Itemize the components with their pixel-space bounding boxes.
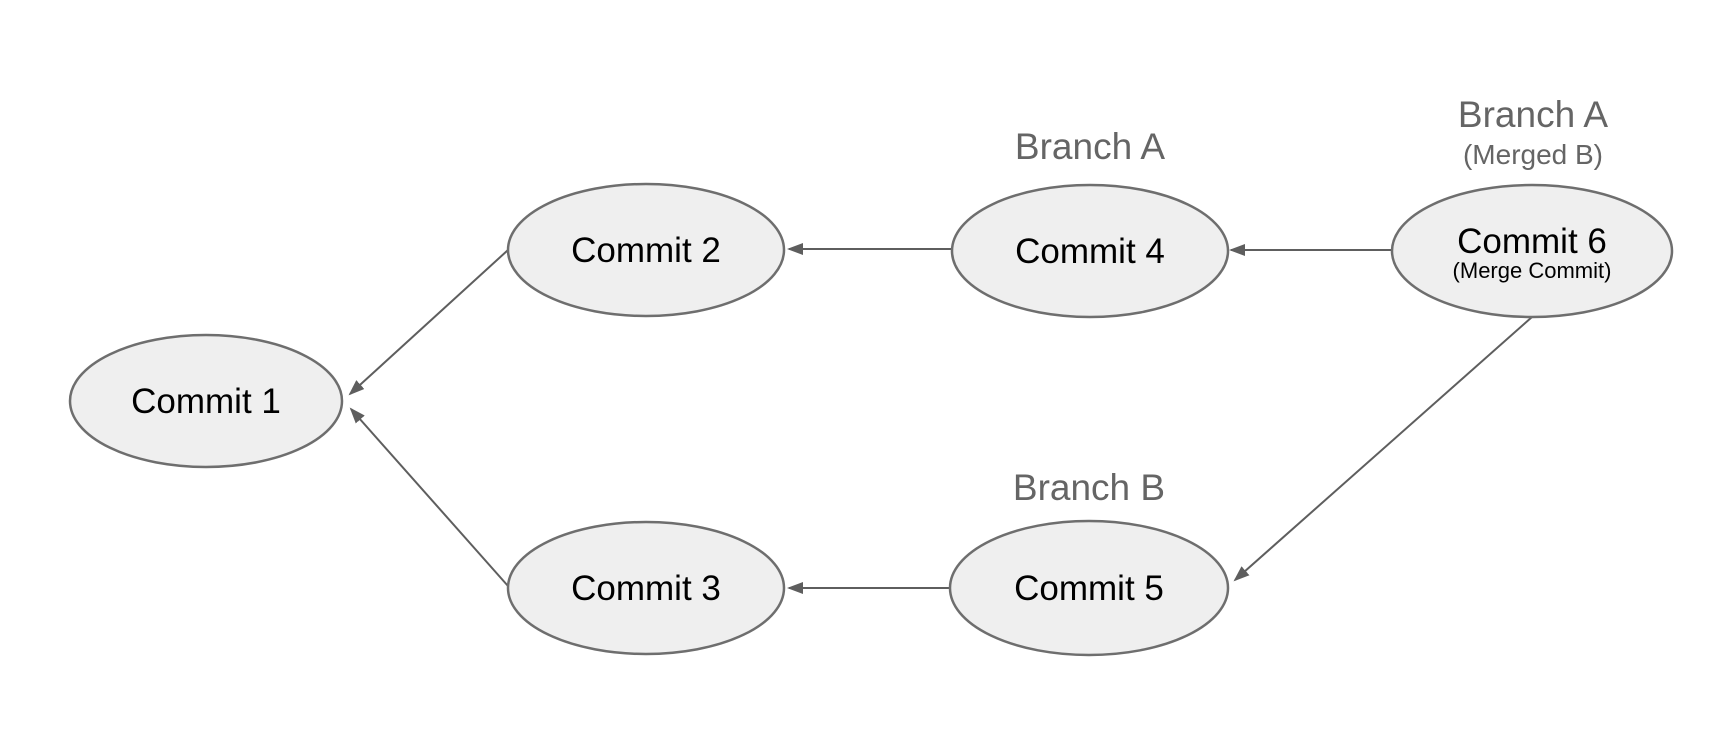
edge-commit-2-to-commit-1 (348, 249, 509, 396)
commit-1-label: Commit 1 (131, 382, 281, 421)
label-branch-a-merged: Branch A (Merged B) (1458, 94, 1608, 170)
edge-commit-3-to-commit-1 (349, 407, 509, 587)
commit-3-label: Commit 3 (571, 569, 721, 608)
label-branch-b: Branch B (1013, 467, 1165, 508)
label-branch-a: Branch A (1015, 126, 1165, 167)
label-branch-b-text: Branch B (1013, 467, 1165, 508)
node-commit-1: Commit 1 (68, 333, 344, 469)
label-branch-a-text: Branch A (1015, 126, 1165, 167)
node-commit-5: Commit 5 (948, 519, 1230, 657)
commit-1-ellipse (68, 333, 344, 469)
commit-3-ellipse (506, 520, 786, 656)
commit-5-ellipse (948, 519, 1230, 657)
commit-6-ellipse (1390, 183, 1674, 319)
node-commit-2: Commit 2 (506, 182, 786, 318)
commit-6-label: Commit 6 (1457, 222, 1607, 261)
commit-4-label: Commit 4 (1015, 232, 1165, 271)
label-branch-a-merged-text: Branch A (1458, 94, 1608, 135)
edge-commit-6-to-commit-5 (1233, 316, 1533, 582)
commit-6-sublabel: (Merge Commit) (1453, 258, 1612, 283)
commit-4-ellipse (950, 183, 1230, 319)
commit-2-ellipse (506, 182, 786, 318)
commit-2-label: Commit 2 (571, 231, 721, 270)
node-commit-6: Commit 6(Merge Commit) (1390, 183, 1674, 319)
node-commit-3: Commit 3 (506, 520, 786, 656)
label-branch-a-merged-subtext: (Merged B) (1463, 139, 1603, 170)
commit-5-label: Commit 5 (1014, 569, 1164, 608)
node-commit-4: Commit 4 (950, 183, 1230, 319)
